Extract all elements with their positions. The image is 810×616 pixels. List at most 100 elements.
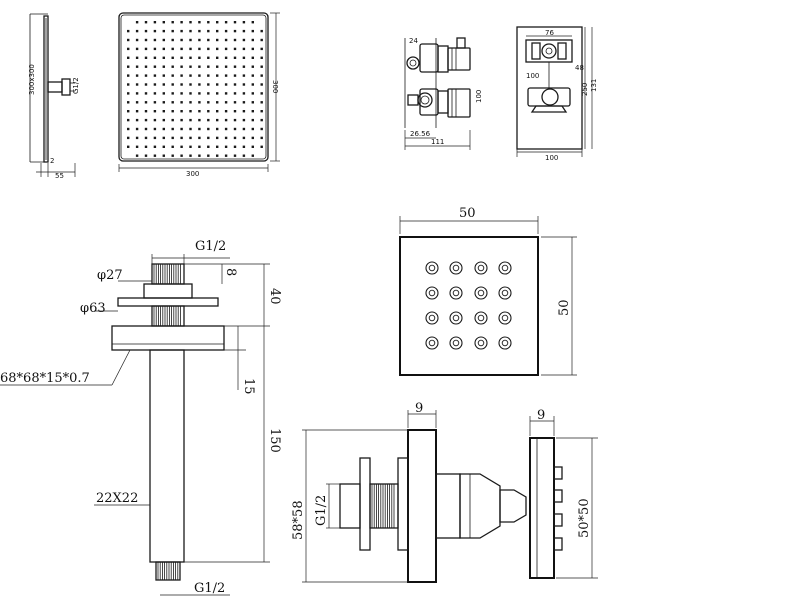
shower-nozzle-dot (207, 118, 210, 122)
shower-nozzle-dot (216, 47, 219, 51)
jet-nozzle-core (428, 289, 436, 297)
shower-nozzle-dot (127, 145, 130, 148)
shower-nozzle-dot (135, 21, 139, 24)
shower-nozzle-dot (144, 74, 148, 77)
shower-nozzle-dot (242, 65, 246, 68)
shower-nozzle-dot (171, 65, 174, 68)
shower-nozzle-dot (216, 110, 219, 113)
ceiling-arm-drawing: G1/2 φ27 φ63 68*68*15*0.7 8 40 15 150 22… (0, 239, 282, 596)
shower-nozzle-dot (144, 101, 148, 104)
shower-nozzle-dot (242, 110, 246, 113)
arm-top-thread-label: G1/2 (195, 239, 226, 254)
shower-nozzle-dot (242, 127, 246, 131)
shower-nozzle-dot (180, 47, 183, 51)
shower-nozzle-dot (224, 83, 228, 86)
shower-nozzle-dot (135, 29, 139, 33)
jet-nozzle-core (477, 339, 485, 347)
shower-nozzle-dot (162, 92, 165, 95)
overhead-shower-side-view: 300x300 G1/2 2 55 (28, 13, 80, 180)
shower-nozzle-dot (198, 118, 201, 122)
shower-nozzle-dot (224, 38, 228, 42)
shower-nozzle-dot (189, 127, 192, 131)
shower-nozzle-dot (189, 92, 192, 95)
jet-nozzle (498, 286, 512, 300)
shower-nozzle-dot (260, 92, 263, 95)
shower-nozzle-dot (251, 136, 254, 140)
shower-nozzle-dot (180, 74, 183, 77)
shower-nozzle-dot (189, 21, 192, 24)
body-jet-side-view: 9 58*58 G1/2 (291, 401, 527, 583)
shower-nozzle-dot (162, 21, 165, 24)
shower-nozzle-dot (171, 145, 174, 148)
valve-dim-d: 100 (475, 90, 483, 103)
shower-nozzle-dot (153, 38, 157, 42)
shower-nozzle-dot (144, 29, 148, 33)
shower-nozzle-dot (162, 136, 165, 140)
shower-nozzle-dot (224, 118, 228, 122)
shower-nozzle-dot (260, 65, 263, 68)
shower-nozzle-dot (207, 74, 210, 77)
jet-nozzle (425, 311, 439, 325)
shower-nozzle-dot (198, 83, 201, 86)
shower-nozzle-dot (135, 118, 139, 122)
shower-nozzle-dot (233, 74, 237, 77)
shower-nozzle-dot (189, 136, 192, 140)
shower-nozzle-dot (180, 110, 183, 113)
shower-nozzle-dot (144, 154, 148, 157)
shower-nozzle-dot (224, 154, 228, 157)
jet-nozzle (449, 261, 463, 275)
shower-size-label: 300x300 (28, 64, 36, 95)
shower-nozzle-dot (153, 101, 157, 104)
shower-nozzle-dot (251, 118, 254, 122)
shower-nozzle-dot (180, 145, 183, 148)
shower-nozzle-dot (189, 83, 192, 86)
shower-nozzle-dot (233, 101, 237, 104)
shower-nozzle-dot (198, 74, 201, 77)
shower-nozzle-dot (135, 47, 139, 51)
shower-nozzle-dot (180, 92, 183, 95)
shower-nozzle-dot (251, 74, 254, 77)
shower-nozzle-dot (180, 29, 183, 33)
shower-nozzle-dot (180, 127, 183, 131)
valve-dim-h: 131 (590, 79, 598, 92)
shower-nozzle-dot (260, 145, 263, 148)
shower-nozzle-dot (233, 21, 237, 24)
shower-nozzle-dot (162, 65, 165, 68)
shower-nozzle-dot (127, 92, 130, 95)
shower-nozzle-dot (207, 154, 210, 157)
shower-nozzle-dot (207, 92, 210, 95)
shower-nozzle-dot (224, 127, 228, 131)
jet-nozzle-core (452, 314, 460, 322)
shower-nozzle-dot (207, 101, 210, 104)
shower-nozzle-dot (171, 154, 174, 157)
shower-nozzle-dot (180, 21, 183, 24)
jet-nozzle-core (501, 289, 509, 297)
jet-nozzle (425, 336, 439, 350)
shower-nozzle-dot (127, 29, 130, 33)
shower-nozzle-dot (198, 56, 201, 59)
shower-nozzle-dot (216, 56, 219, 59)
jet-front-width-label: 50 (459, 206, 476, 221)
shower-nozzle-dot (242, 83, 246, 86)
shower-nozzle-dot (171, 38, 174, 42)
jet-plate-top-dim: 9 (537, 408, 545, 423)
shower-nozzle-dot (242, 29, 246, 33)
shower-nozzle-dot (127, 136, 130, 140)
shower-nozzle-dot (198, 145, 201, 148)
shower-nozzle-dot (189, 101, 192, 104)
jet-side-thread-label: G1/2 (314, 495, 329, 526)
shower-nozzle-dot (198, 101, 201, 104)
shower-nozzle-dot (127, 110, 130, 113)
shower-nozzle-dot (189, 56, 192, 59)
valve-front-view: 76 100 250 131 48 100 (516, 26, 598, 162)
shower-nozzle-dot (233, 118, 237, 122)
shower-nozzle-dot (216, 65, 219, 68)
shower-nozzle-dot (224, 101, 228, 104)
arm-dim-8: 8 (223, 268, 238, 276)
jet-nozzle (498, 261, 512, 275)
shower-nozzle-dot (162, 83, 165, 86)
shower-nozzle-dot (251, 47, 254, 51)
shower-nozzle-dot (260, 56, 263, 59)
jet-plate-height-label: 50*50 (577, 498, 592, 538)
shower-nozzle-dot (144, 145, 148, 148)
